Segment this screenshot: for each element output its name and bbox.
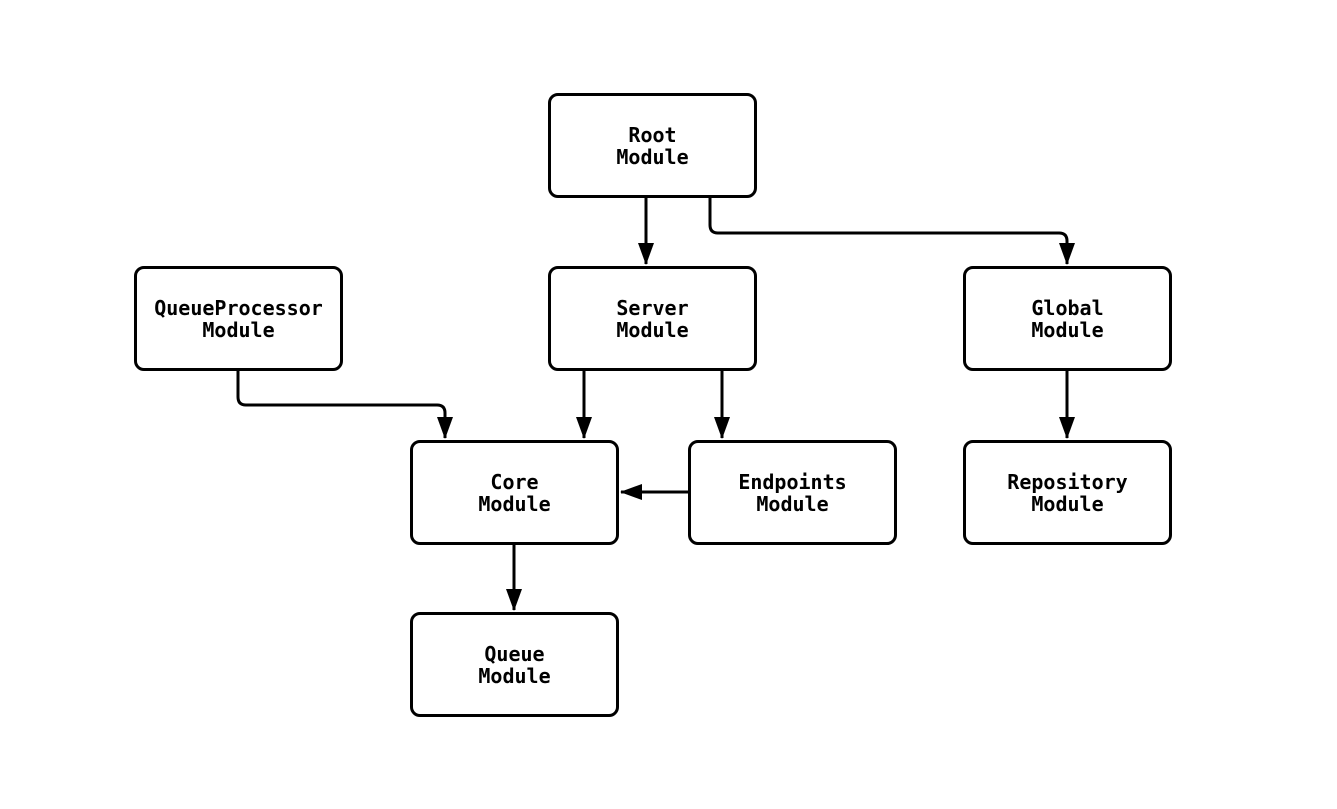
node-queue-module-label: Queue Module xyxy=(478,643,550,687)
node-root-module: Root Module xyxy=(548,93,757,198)
node-global-module-label: Global Module xyxy=(1031,297,1103,341)
edge-queueprocessor-module-to-core-module xyxy=(236,371,453,439)
node-label-line: Module xyxy=(478,491,551,516)
node-label-line: Repository xyxy=(1007,469,1128,494)
node-endpoints-module: Endpoints Module xyxy=(688,440,897,545)
node-label-line: Module xyxy=(202,317,275,342)
node-label-line: Module xyxy=(1031,317,1104,342)
node-label-line: Module xyxy=(616,317,689,342)
node-server-module: Server Module xyxy=(548,266,757,371)
node-label-line: Endpoints xyxy=(738,469,847,494)
node-label-line: Root xyxy=(628,122,677,147)
node-label-line: Module xyxy=(478,663,551,688)
node-label-line: Module xyxy=(756,491,829,516)
node-label-line: Module xyxy=(1031,491,1104,516)
node-label-line: Module xyxy=(616,144,689,169)
node-queueprocessor-module-label: QueueProcessor Module xyxy=(154,297,323,341)
node-server-module-label: Server Module xyxy=(616,297,688,341)
node-repository-module: Repository Module xyxy=(963,440,1172,545)
node-core-module: Core Module xyxy=(410,440,619,545)
node-label-line: Queue xyxy=(484,641,545,666)
node-endpoints-module-label: Endpoints Module xyxy=(738,471,846,515)
node-repository-module-label: Repository Module xyxy=(1007,471,1127,515)
node-global-module: Global Module xyxy=(963,266,1172,371)
node-label-line: QueueProcessor xyxy=(154,295,323,320)
node-label-line: Server xyxy=(616,295,689,320)
node-label-line: Global xyxy=(1031,295,1104,320)
node-core-module-label: Core Module xyxy=(478,471,550,515)
edge-root-module-to-global-module xyxy=(708,198,1075,265)
node-queue-module: Queue Module xyxy=(410,612,619,717)
node-root-module-label: Root Module xyxy=(616,124,688,168)
node-queueprocessor-module: QueueProcessor Module xyxy=(134,266,343,371)
node-label-line: Core xyxy=(490,469,539,494)
